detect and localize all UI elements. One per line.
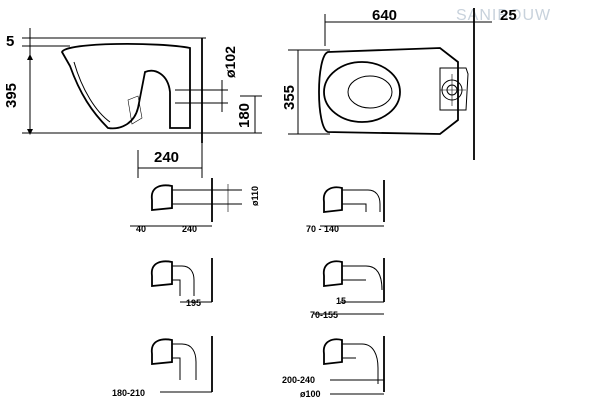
variant-pipe-top [342, 189, 381, 212]
variant-label-1: 195 [186, 298, 201, 308]
variant-bend [361, 343, 379, 384]
variant-bowl-stub [322, 260, 343, 288]
variant-label-1: 15 [336, 296, 346, 306]
dim-label-240: 240 [154, 149, 179, 166]
variant-label-1: 70 - 140 [306, 224, 339, 234]
variant-label-2: 70-155 [310, 310, 338, 320]
logo: SANIBOUW [456, 7, 551, 24]
variant-bend [365, 265, 383, 291]
dim-label-102: ø102 [222, 46, 238, 78]
variant-pipe-top [172, 343, 197, 380]
connection-variant-5: 180-210 [112, 336, 213, 398]
variant-bowl-stub [322, 186, 343, 214]
variant-pipe-bottom [172, 279, 181, 296]
variant-bowl-stub [322, 338, 343, 366]
dim-label-25: 25 [500, 7, 517, 24]
dim-label-355: 355 [281, 85, 298, 110]
plan-view: 640 25 355 [281, 7, 517, 160]
variant-label-2: 240 [182, 224, 197, 234]
connection-variant-3: 195 [150, 258, 213, 308]
bowl-inner [73, 61, 111, 123]
plan-mount [439, 67, 469, 111]
arrow-395-top [27, 54, 33, 60]
dim-label-5: 5 [6, 33, 14, 50]
variant-bowl-stub [150, 260, 173, 287]
plan-bowl [323, 61, 401, 123]
variant-rot-label: ø110 [250, 186, 260, 206]
plan-body [318, 47, 459, 135]
dim-label-640: 640 [372, 7, 397, 24]
variant-label-2: ø100 [300, 389, 321, 399]
arrow-395-bottom [27, 129, 33, 135]
connection-variant-2: 70 - 140 [306, 180, 385, 234]
plan-bowl-inner [347, 75, 393, 109]
dim-label-180: 180 [236, 103, 253, 128]
trap [127, 95, 143, 125]
logo-text: SANIBOUW [456, 7, 551, 24]
bowl-outline [61, 43, 191, 130]
variant-label-1: 180-210 [112, 388, 145, 398]
connection-variant-1: 40 240 ø110 [130, 178, 260, 234]
dim-label-395: 395 [3, 83, 20, 108]
connection-variant-6: 200-240 ø100 [282, 336, 385, 399]
side-view: 5 395 ø102 180 240 [3, 28, 262, 178]
variant-label-1: 200-240 [282, 375, 315, 385]
connection-variant-4: 15 70-155 [310, 258, 385, 320]
variant-label-1: 40 [136, 224, 146, 234]
variant-bowl-stub [150, 338, 173, 365]
variant-pipe-top [172, 265, 195, 296]
variant-pipe-bottom [172, 357, 181, 380]
variant-pipe-bottom [342, 203, 367, 212]
variant-bowl-stub [150, 184, 173, 211]
